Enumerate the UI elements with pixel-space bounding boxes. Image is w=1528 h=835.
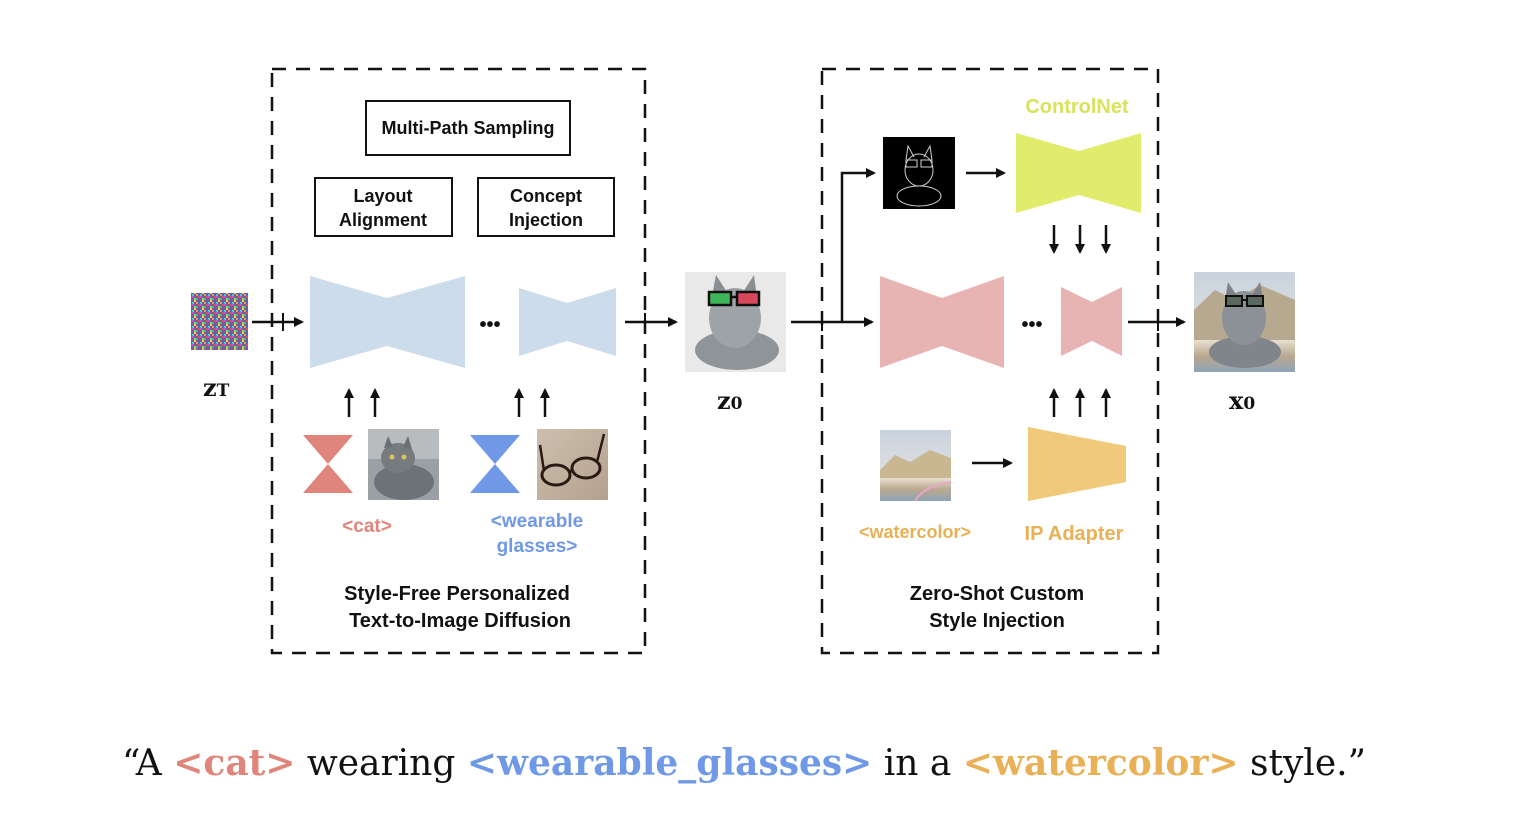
multi-path-sampling-label: Multi-Path Sampling [382, 118, 555, 138]
zt-label: zT [203, 373, 230, 402]
cat-token-label: <cat> [342, 516, 392, 537]
glasses-token-label-1: <wearable [491, 511, 583, 532]
unet-small-red [1061, 287, 1122, 356]
style-free-panel [270, 67, 647, 655]
style-injection-panel [820, 67, 1160, 655]
watercolor-token-label: <watercolor> [859, 522, 971, 542]
prompt-watercolor-token: <watercolor> [963, 742, 1239, 784]
prompt-caption: “A <cat> wearing <wearable_glasses> in a… [122, 742, 1366, 784]
watercolor-reference-image [880, 430, 952, 502]
left-panel-title-2: Text-to-Image Diffusion [349, 610, 571, 632]
cat-lora-icon [303, 435, 353, 493]
ellipsis-left: ••• [479, 314, 500, 336]
multi-path-sampling-box: Multi-Path Sampling [365, 100, 571, 156]
unet-small-blue [519, 288, 616, 356]
glasses-lora-icon [470, 435, 520, 493]
left-panel-title-1: Style-Free Personalized [344, 583, 570, 605]
cat-reference-image [368, 429, 439, 500]
glasses-reference-image [537, 429, 608, 500]
concept-injection-label-2: Injection [509, 210, 583, 230]
x0-label: x0 [1229, 386, 1255, 415]
noise-latent-image [191, 293, 248, 350]
layout-alignment-box: Layout Alignment [314, 177, 453, 237]
concept-injection-box: Concept Injection [477, 177, 615, 237]
controlnet-label: ControlNet [1025, 96, 1129, 118]
ellipsis-right: ••• [1021, 314, 1042, 336]
edge-map-image [883, 137, 955, 209]
unet-large-blue [310, 276, 465, 368]
z0-label: z0 [717, 386, 743, 415]
z0-generated-image [685, 272, 786, 372]
ip-adapter-block [1028, 427, 1126, 501]
right-panel-title-1: Zero-Shot Custom [910, 583, 1084, 605]
arrow-to-edge-map [840, 168, 876, 322]
ip-adapter-label: IP Adapter [1025, 523, 1124, 545]
concept-injection-label-1: Concept [510, 186, 582, 206]
layout-alignment-label-2: Alignment [339, 210, 427, 230]
prompt-cat-token: <cat> [173, 742, 295, 784]
layout-alignment-label-1: Layout [353, 186, 412, 206]
unet-large-red [880, 276, 1004, 368]
right-panel-title-2: Style Injection [929, 610, 1065, 632]
x0-output-image [1194, 272, 1295, 372]
prompt-glasses-token: <wearable_glasses> [467, 742, 872, 784]
glasses-token-label-2: glasses> [497, 536, 578, 557]
controlnet-block [1016, 133, 1141, 213]
